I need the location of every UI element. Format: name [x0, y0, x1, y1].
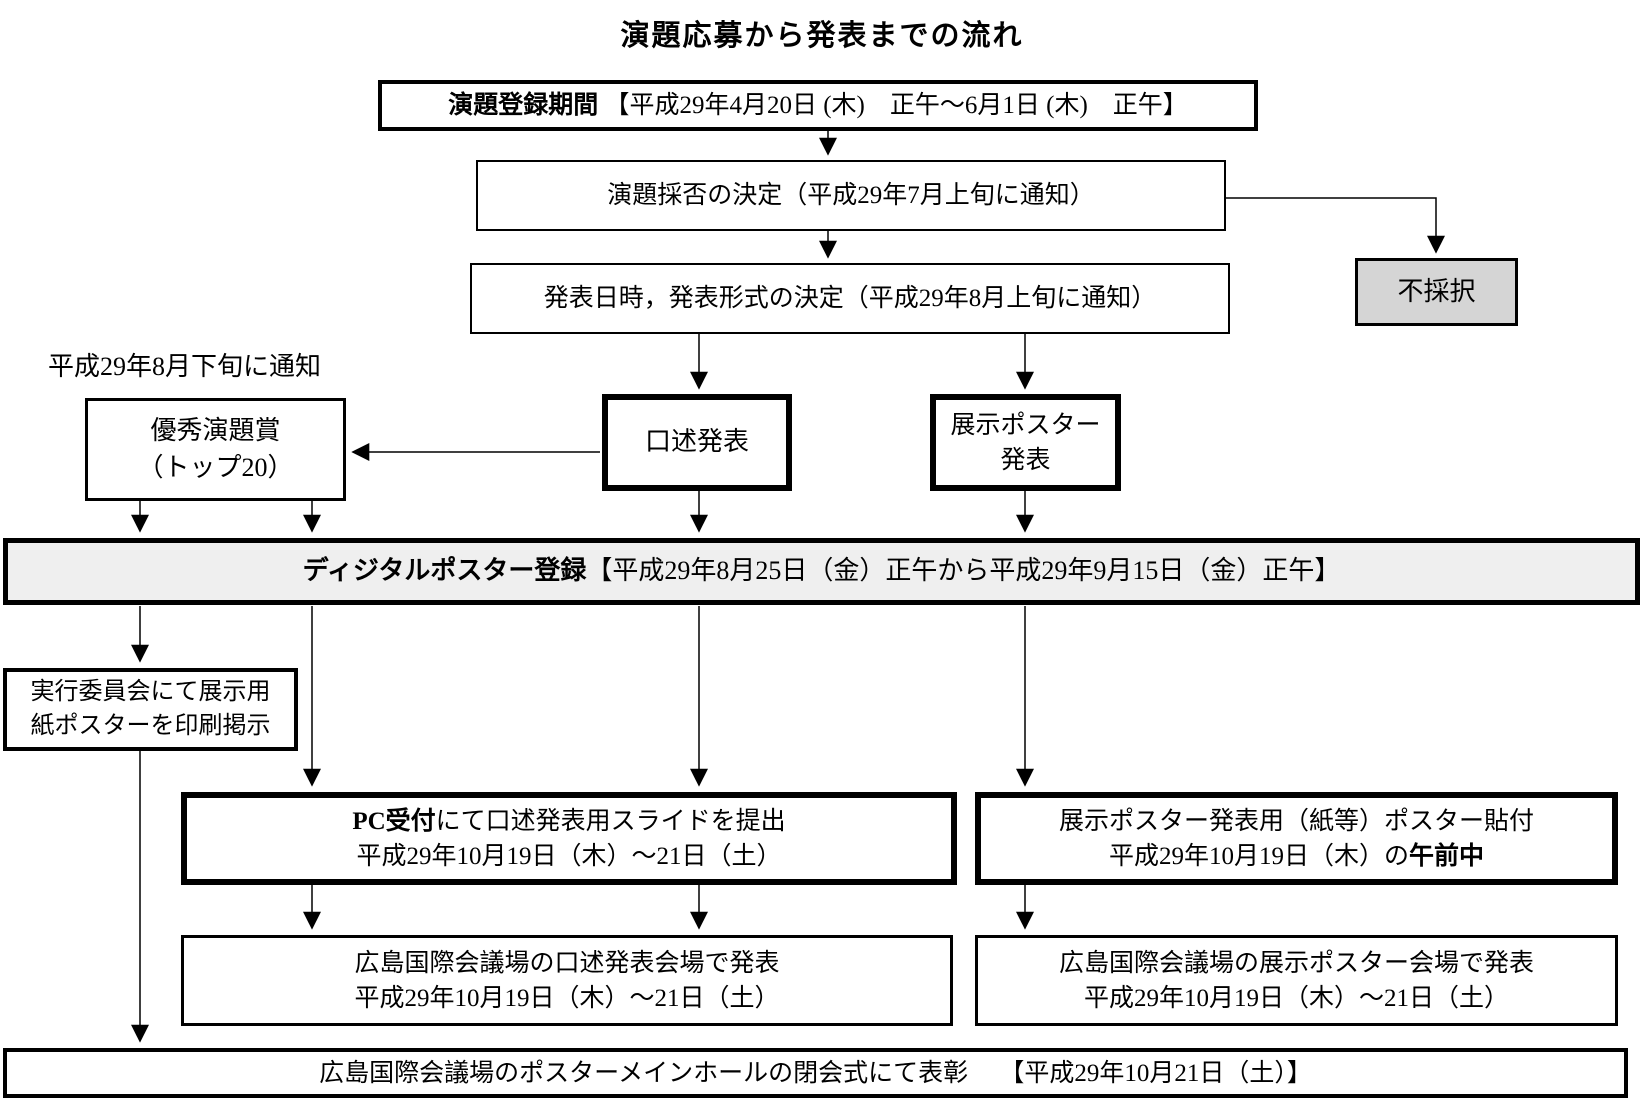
box-rejected: 不採択: [1355, 258, 1518, 326]
committee-line2: 紙ポスターを印刷掲示: [30, 712, 271, 739]
award-notification-note: 平成29年8月下旬に通知: [48, 346, 322, 383]
poster-putup-line1: 展示ポスター発表用（紙等）ポスター貼付: [1058, 807, 1534, 835]
box-registration-period: 演題登録期間 【平成29年4月20日 (木) 正午～6月1日 (木) 正午】: [378, 80, 1258, 131]
box-poster-venue: 広島国際会議場の展示ポスター会場で発表 平成29年10月19日（木）～21日（土…: [975, 935, 1618, 1026]
registration-period-text: 演題登録期間 【平成29年4月20日 (木) 正午～6月1日 (木) 正午】: [448, 88, 1188, 123]
page-title: 演題応募から発表までの流れ: [620, 20, 1024, 52]
acceptance-decision-text: 演題採否の決定（平成29年7月上旬に通知）: [607, 182, 1095, 209]
box-oral-venue: 広島国際会議場の口述発表会場で発表 平成29年10月19日（木）～21日（土）: [181, 935, 953, 1026]
box-acceptance-decision: 演題採否の決定（平成29年7月上旬に通知）: [476, 160, 1226, 231]
oral-presentation-text: 口述発表: [644, 427, 749, 457]
poster-putup-line2-bold: 午前中: [1409, 842, 1485, 870]
arrow-acceptance-to-rejected: [1226, 197, 1445, 254]
rejected-text: 不採択: [1397, 276, 1476, 306]
oral-venue-line1: 広島国際会議場の口述発表会場で発表: [354, 949, 780, 977]
excellent-award-line2: （トップ20）: [137, 452, 294, 482]
box-poster-putup: 展示ポスター発表用（紙等）ポスター貼付 平成29年10月19日（木）の午前中: [975, 792, 1618, 885]
closing-ceremony-text: 広島国際会議場のポスターメインホールの閉会式にて表彰 【平成29年10月21日（…: [319, 1059, 1312, 1087]
digital-poster-registration-text: ディジタルポスター登録【平成29年8月25日（金）正午から平成29年9月15日（…: [303, 553, 1341, 589]
box-exhibit-poster-presentation: 展示ポスター 発表: [930, 394, 1121, 491]
box-oral-presentation: 口述発表: [602, 394, 792, 491]
box-pc-reception-slides: PC受付にて口述発表用スライドを提出 平成29年10月19日（木）～21日（土）: [181, 792, 957, 885]
poster-venue-line1: 広島国際会議場の展示ポスター会場で発表: [1058, 949, 1534, 977]
exhibit-poster-line2: 発表: [1000, 446, 1051, 474]
band-digital-poster-registration: ディジタルポスター登録【平成29年8月25日（金）正午から平成29年9月15日（…: [3, 538, 1640, 605]
pc-reception-line1: PC受付にて口述発表用スライドを提出: [352, 804, 785, 839]
box-presentation-schedule: 発表日時，発表形式の決定（平成29年8月上旬に通知）: [470, 263, 1230, 334]
digital-poster-registration-dates: 【平成29年8月25日（金）正午から平成29年9月15日（金）正午】: [586, 556, 1341, 586]
poster-putup-line2: 平成29年10月19日（木）の午前中: [1109, 839, 1484, 874]
poster-putup-line2-pre: 平成29年10月19日（木）の: [1108, 842, 1409, 870]
band-closing-ceremony-award: 広島国際会議場のポスターメインホールの閉会式にて表彰 【平成29年10月21日（…: [3, 1048, 1628, 1098]
oral-venue-line2: 平成29年10月19日（木）～21日（土）: [354, 984, 780, 1012]
excellent-award-line1: 優秀演題賞: [150, 416, 281, 446]
pc-reception-line2: 平成29年10月19日（木）～21日（土）: [356, 842, 782, 870]
presentation-schedule-text: 発表日時，発表形式の決定（平成29年8月上旬に通知）: [543, 285, 1157, 312]
committee-line1: 実行委員会にて展示用: [30, 678, 271, 705]
registration-period-label: 演題登録期間: [448, 92, 599, 119]
box-committee-print-poster: 実行委員会にて展示用 紙ポスターを印刷掲示: [3, 668, 298, 751]
digital-poster-registration-label: ディジタルポスター登録: [302, 556, 587, 586]
box-excellent-award: 優秀演題賞 （トップ20）: [85, 398, 346, 501]
poster-venue-line2: 平成29年10月19日（木）～21日（土）: [1083, 984, 1509, 1012]
pc-reception-label: PC受付: [352, 807, 436, 835]
exhibit-poster-line1: 展示ポスター: [950, 411, 1101, 439]
registration-period-dates: 【平成29年4月20日 (木) 正午～6月1日 (木) 正午】: [598, 92, 1188, 119]
pc-reception-line1-rest: にて口述発表用スライドを提出: [435, 807, 786, 835]
